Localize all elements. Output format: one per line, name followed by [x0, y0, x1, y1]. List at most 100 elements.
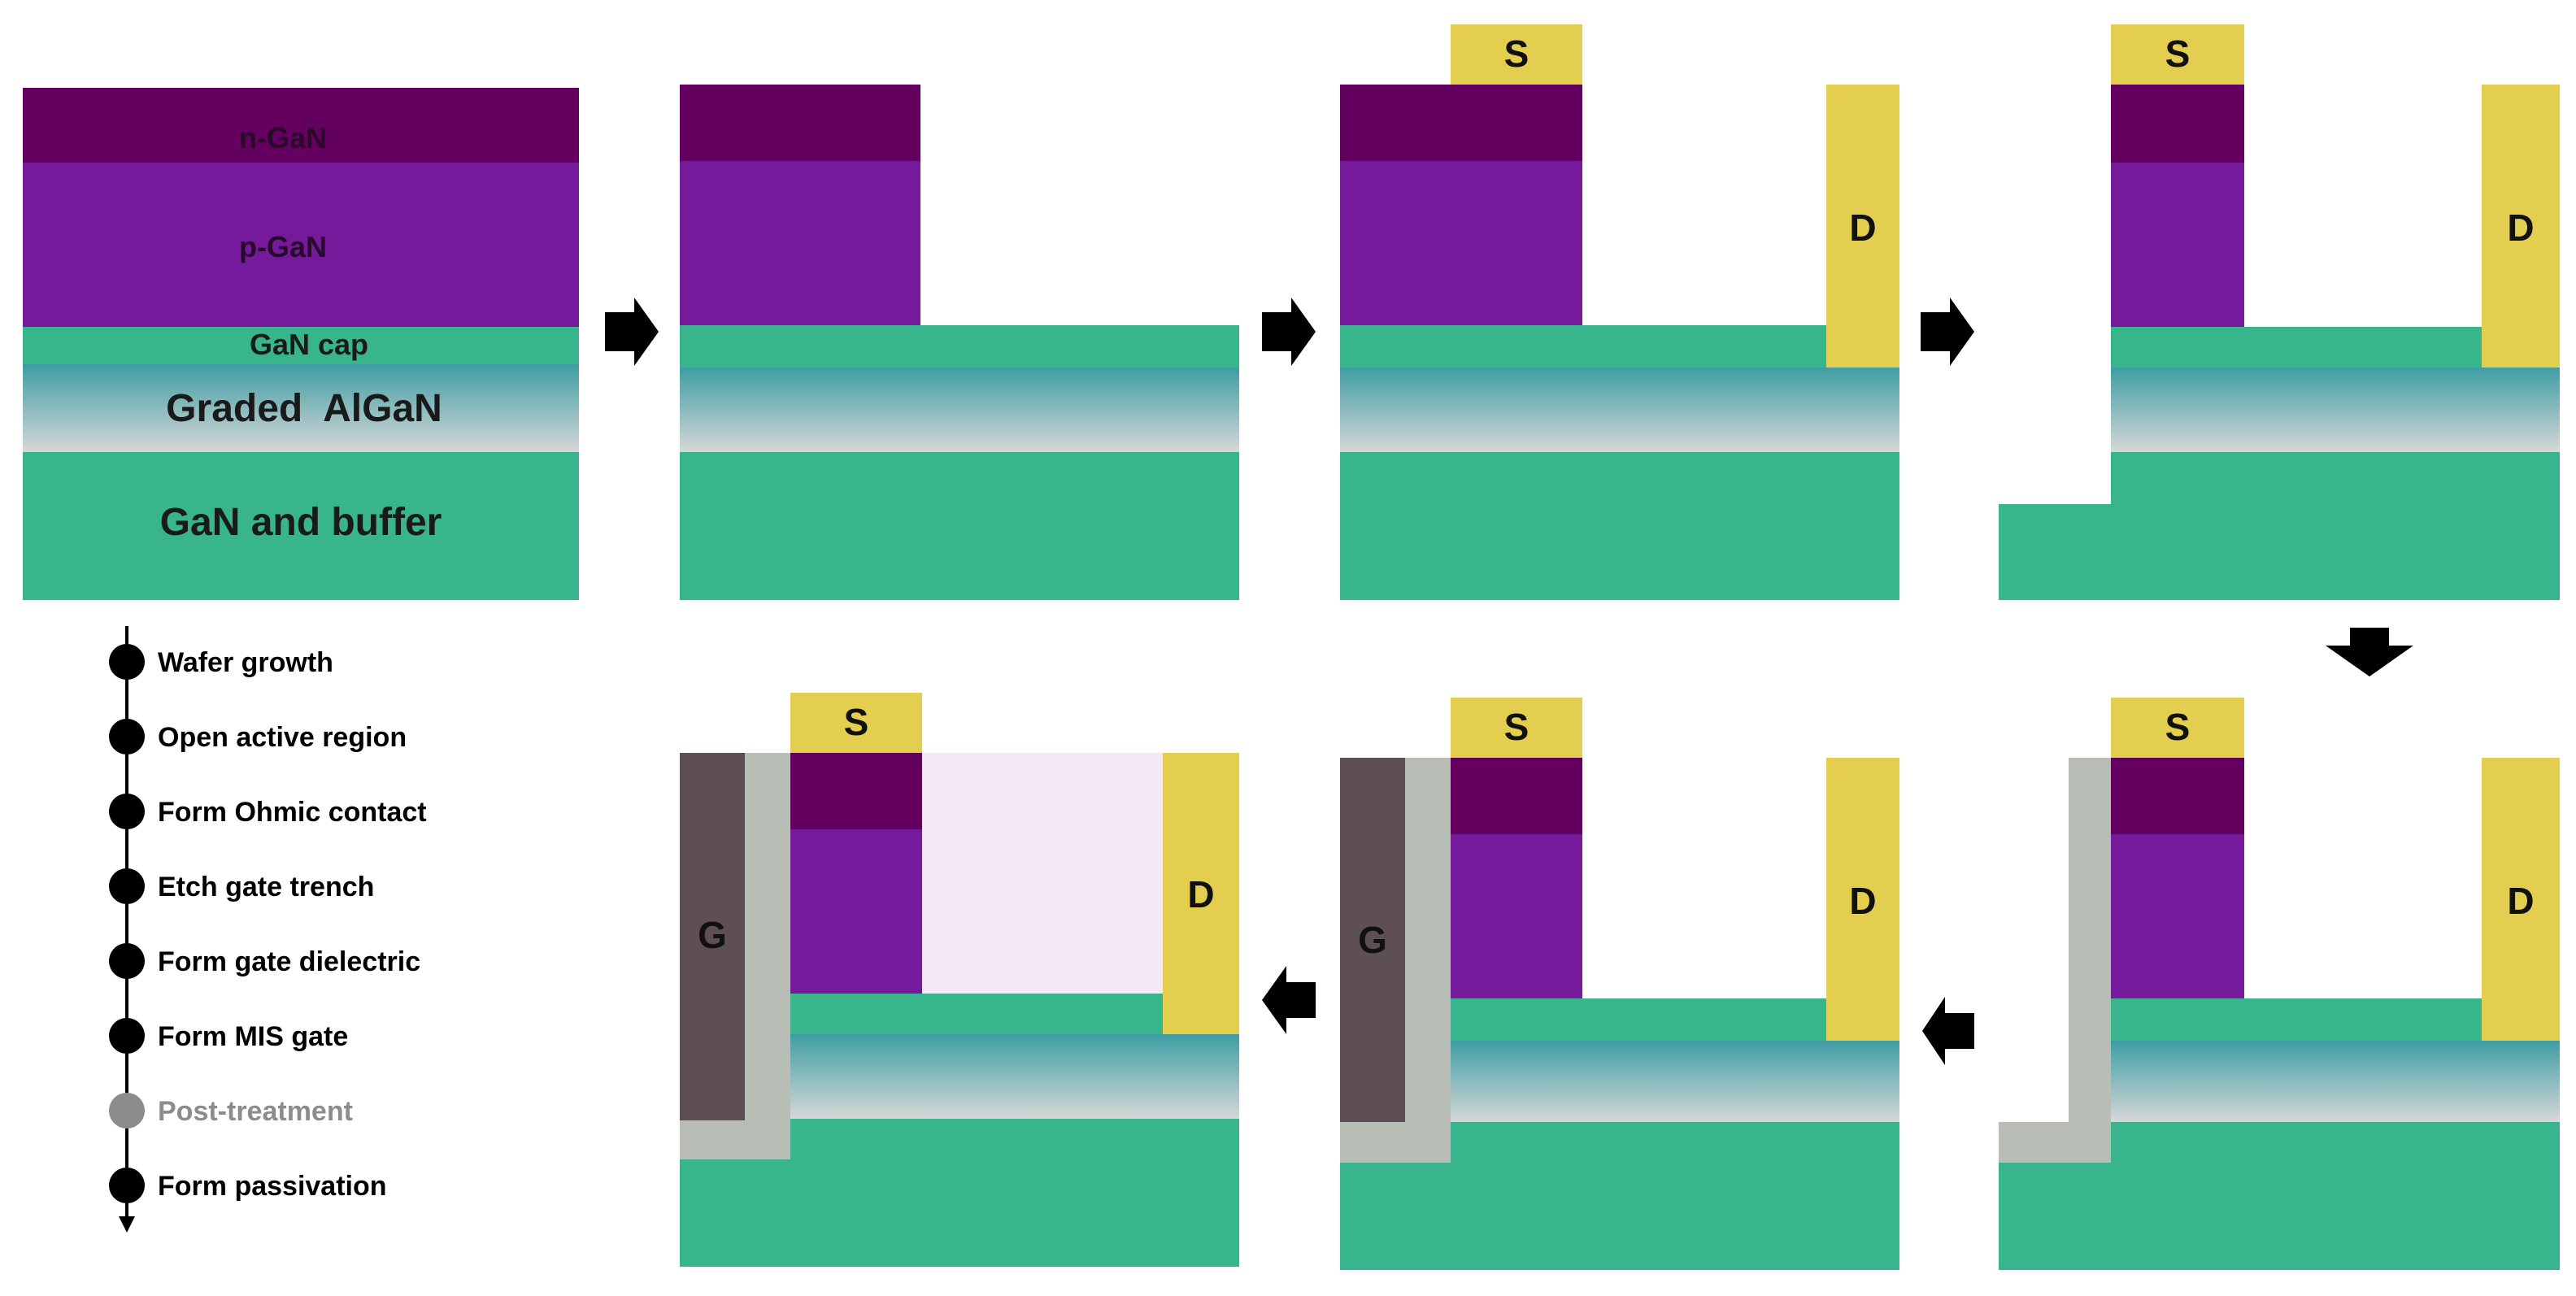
drain-label: D: [2507, 880, 2534, 922]
n-gan-layer: [1451, 758, 1582, 834]
drain-contact: [2482, 758, 2560, 1041]
gan-buffer-layer-upper: [1451, 1122, 1899, 1164]
source-contact: [2111, 698, 2244, 758]
gate-dielectric: [1340, 758, 1451, 1163]
gan-buffer-layer: [1340, 1163, 1899, 1270]
panel-etch-gate-trench: S D: [1999, 24, 2560, 600]
timeline-step-label: Form Ohmic contact: [158, 797, 427, 828]
gan-cap-layer: [1340, 325, 1899, 367]
drain-label: D: [1849, 880, 1876, 922]
n-gan-layer: [23, 88, 579, 163]
arrow-down-icon: [2326, 628, 2413, 676]
drain-label: D: [1187, 873, 1214, 915]
panel-open-active-region: [680, 85, 1239, 600]
graded-algan-layer: [23, 364, 579, 452]
gan-cap-layer: [1451, 998, 1899, 1041]
graded-algan-layer: [790, 1034, 1239, 1119]
timeline-step-label: Post-treatment: [158, 1096, 353, 1127]
gate-metal: [680, 753, 745, 1120]
source-contact: [1451, 24, 1582, 85]
arrow-right-icon: [1921, 298, 1974, 366]
gate-dielectric: [680, 753, 790, 1159]
drain-contact: [2482, 85, 2560, 367]
gate-label: G: [698, 914, 727, 956]
p-gan-layer: [2111, 834, 2244, 998]
gan-buffer-layer: [680, 1159, 1239, 1267]
source-label: S: [844, 701, 869, 743]
timeline-step-label: Form passivation: [158, 1171, 387, 1202]
graded-algan-layer: [1451, 1041, 1899, 1122]
p-gan-layer: [680, 161, 920, 325]
n-gan-layer: [2111, 758, 2244, 834]
graded-algan-layer: [680, 367, 1239, 452]
panel-form-passivation: G S D: [680, 693, 1239, 1267]
arrow-right-icon: [605, 298, 659, 366]
timeline-dot: [109, 1093, 145, 1129]
panel-form-mis-gate: G S D: [1340, 698, 1899, 1270]
drain-contact: [1163, 753, 1239, 1034]
timeline-dot: [109, 794, 145, 829]
gan-buffer-layer-upper: [790, 1119, 1239, 1161]
timeline-step-label: Open active region: [158, 722, 407, 753]
source-contact: [2111, 24, 2244, 85]
panel-form-ohmic-contact: S D: [1340, 24, 1899, 600]
drain-contact: [1826, 85, 1899, 367]
timeline-step-label: Wafer growth: [158, 647, 333, 678]
drain-label: D: [1849, 207, 1876, 249]
graded-algan-label: Graded AlGaN: [166, 387, 442, 430]
gan-cap-label: GaN cap: [250, 328, 368, 361]
source-label: S: [1504, 33, 1530, 75]
drain-label: D: [2507, 207, 2534, 249]
timeline-dot: [109, 943, 145, 979]
graded-algan-layer: [2111, 367, 2560, 452]
arrow-right-icon: [1262, 298, 1316, 366]
gate-dielectric: [1999, 758, 2111, 1163]
gan-buffer-layer: [1999, 1163, 2560, 1270]
n-gan-layer: [680, 85, 920, 161]
graded-algan-layer: [2111, 1041, 2560, 1122]
panel-form-gate-dielectric: S D: [1999, 698, 2560, 1270]
timeline-step-label: Form gate dielectric: [158, 946, 420, 977]
p-gan-layer: [1451, 834, 1582, 998]
n-gan-layer: [790, 753, 922, 829]
panel-wafer-growth: n-GaN p-GaN GaN cap Graded AlGaN GaN and…: [23, 88, 579, 600]
p-gan-layer: [2111, 163, 2244, 327]
source-label: S: [2165, 706, 2191, 748]
gan-cap-layer: [23, 327, 579, 364]
graded-algan-layer: [1340, 367, 1899, 452]
flow-arrows: [605, 298, 2413, 1065]
timeline-dot: [109, 644, 145, 680]
gan-buffer-layer: [23, 452, 579, 600]
timeline-step-label: Form MIS gate: [158, 1021, 348, 1052]
n-gan-label: n-GaN: [239, 121, 327, 154]
gan-buffer-label: GaN and buffer: [160, 501, 442, 544]
n-gan-layer: [2111, 85, 2244, 163]
gate-label: G: [1358, 919, 1387, 961]
gan-buffer-layer: [680, 452, 1239, 600]
p-gan-layer: [1340, 161, 1582, 325]
timeline-step-label: Etch gate trench: [158, 872, 374, 902]
source-contact: [790, 693, 922, 753]
n-gan-layer: [1340, 85, 1582, 161]
source-label: S: [2165, 33, 2191, 75]
p-gan-label: p-GaN: [239, 230, 327, 263]
timeline-arrowhead: [119, 1216, 135, 1233]
p-gan-layer: [790, 829, 922, 994]
timeline-dot: [109, 719, 145, 755]
gan-cap-layer: [680, 325, 1239, 367]
timeline-dot: [109, 868, 145, 904]
gate-trench-floor: [1999, 504, 2113, 600]
source-contact: [1451, 698, 1582, 758]
p-gan-layer: [23, 163, 579, 327]
gan-buffer-layer: [1340, 452, 1899, 600]
gate-metal: [1340, 758, 1405, 1122]
passivation-layer: [922, 753, 1163, 994]
arrow-left-icon: [1922, 997, 1974, 1065]
source-label: S: [1504, 706, 1530, 748]
drain-contact: [1826, 758, 1899, 1041]
arrow-left-icon: [1262, 966, 1316, 1034]
timeline-dot: [109, 1168, 145, 1203]
timeline-dot: [109, 1018, 145, 1054]
